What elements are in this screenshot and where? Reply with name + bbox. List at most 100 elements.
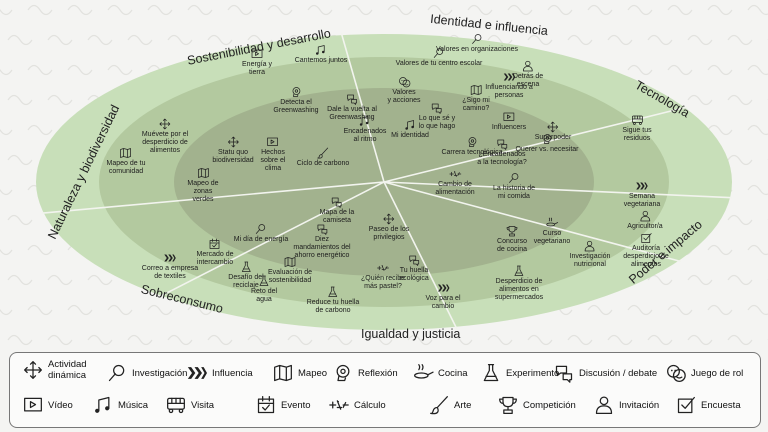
activity-item: Mi día de energía — [234, 223, 288, 244]
legend-label: Juego de rol — [691, 367, 744, 379]
activity-label: Valores de tu centro escolar — [395, 60, 483, 67]
calculation-icon — [329, 400, 349, 410]
activity-label: Voz para el cambio — [425, 295, 461, 310]
activity-label: Correo a empresa de textiles — [141, 265, 199, 280]
sector-dividers — [41, 32, 733, 330]
activity-item: Tu huella ecológica — [399, 254, 429, 283]
activity-item: Reto del agua — [251, 275, 277, 304]
music-icon — [360, 116, 369, 126]
event-icon — [210, 238, 220, 249]
activity-item: Mapeo de tu comunidad — [106, 147, 146, 176]
activity-label: Detrás de escena — [512, 73, 544, 88]
cooking-icon — [546, 217, 559, 227]
sector-divider — [383, 106, 688, 183]
activity-label: Ciclo de carbono — [296, 160, 350, 167]
legend-item: Experimento — [480, 363, 559, 383]
activity-item: Desafío del reciclaje — [228, 261, 264, 290]
roleplay-icon — [398, 77, 410, 88]
legend-item: Arte — [428, 395, 471, 415]
activity-item: Paseo de los privilegios — [369, 213, 409, 242]
activity-label: Mi identidad — [391, 132, 429, 139]
activity-item: Hechos sobre el clima — [260, 136, 286, 173]
legend-label: Arte — [454, 399, 472, 411]
invitation-icon — [585, 240, 595, 252]
legend-label: Mapeo — [298, 367, 328, 379]
activity-item: Muévete por el desperdicio de alimentos — [142, 118, 188, 155]
influence-icon — [187, 367, 207, 379]
investigation-icon — [256, 224, 266, 234]
invitation-icon — [595, 396, 613, 414]
activity-label: ¿Encadenados a la tecnología? — [477, 151, 527, 166]
dynamic-activity-icon — [227, 136, 239, 148]
activity-item: ¿Quién recibe más pastel? — [361, 262, 405, 291]
legend-item: Música — [92, 395, 148, 415]
activity-label: Cambio de alimentación — [435, 181, 475, 196]
activity-label: Muévete por el desperdicio de alimentos — [141, 131, 189, 154]
activity-label: Carrera tecnológica — [441, 149, 503, 156]
reflection-icon — [543, 134, 551, 144]
activity-item: Reduce tu huella de carbono — [306, 286, 360, 315]
mapping-icon — [274, 364, 292, 382]
competition-icon — [506, 226, 518, 237]
legend-item: Vídeo — [22, 395, 73, 415]
activity-item: Auditoría desperdicio de alimentos — [623, 232, 669, 269]
activity-label: Semana vegetariana — [623, 193, 661, 208]
activity-item: Investigación nutricional — [569, 240, 611, 269]
visit-icon — [167, 397, 185, 414]
activity-item: Evaluación de sostenibilidad — [268, 256, 312, 285]
music-icon — [95, 396, 110, 413]
activity-label: Encadenados al ritmo — [343, 128, 387, 143]
activity-item: Mapeo de zonas verdes — [187, 167, 219, 204]
legend-label: Visita — [191, 399, 215, 411]
activity-label: Lo que sé y lo que hago — [418, 115, 456, 130]
activity-label: Reto del agua — [250, 288, 278, 303]
event-icon — [257, 396, 275, 414]
activity-item: Superpoder — [535, 121, 571, 142]
dynamic-activity-icon — [159, 118, 171, 130]
activity-label: Hechos sobre el clima — [260, 149, 286, 172]
activity-label: Cantemos juntos — [294, 57, 348, 64]
investigation-icon — [509, 173, 519, 183]
activity-label: Mapeo de tu comunidad — [106, 160, 146, 175]
activity-label: Influenciando a personas — [485, 84, 533, 99]
activity-label: Investigación nutricional — [569, 253, 611, 268]
survey-icon — [677, 396, 695, 414]
legend-item: Competición — [497, 395, 576, 415]
invitation-icon — [523, 60, 533, 72]
discussion-icon — [432, 103, 442, 114]
legend-label: Discusión / debate — [579, 367, 658, 379]
legend-item: Visita — [165, 395, 214, 415]
legend-label: Experimento — [506, 367, 560, 379]
activity-label: Mercado de intercambio — [196, 251, 234, 266]
activity-label: Desperdicio de alimentos en supermercado… — [494, 278, 544, 301]
roleplay-icon — [667, 364, 686, 382]
activity-item: Correo a empresa de textiles — [142, 252, 198, 281]
competition-icon — [499, 396, 517, 414]
activity-item: Valores en organizaciones — [436, 33, 518, 54]
activity-item: Mercado de intercambio — [196, 238, 234, 267]
activity-label: Querer vs. necesitar — [515, 146, 579, 153]
activity-label: Agricultor/a — [627, 223, 663, 230]
survey-icon — [641, 233, 652, 243]
activity-label: Valores y acciones — [387, 89, 421, 104]
activity-label: Valores en organizaciones — [436, 46, 518, 53]
art-icon — [317, 147, 329, 159]
dynamic-activity-icon — [547, 121, 559, 133]
activity-label: Influencers — [491, 124, 527, 131]
activity-label: La historia de mi comida — [492, 185, 536, 200]
activity-label: Reduce tu huella de carbono — [306, 299, 360, 314]
activity-label: Curso vegetariano — [533, 230, 571, 245]
legend-label: Evento — [281, 399, 311, 411]
mapping-icon — [120, 148, 132, 158]
activity-item: ¿Sigo mi camino? — [462, 84, 490, 113]
legend-item: Evento — [255, 395, 311, 415]
investigation-icon — [434, 48, 444, 58]
activity-item: Energía y tierra — [242, 48, 272, 77]
sector-divider — [158, 181, 385, 298]
discussion-icon — [317, 224, 327, 235]
legend-label: Cocina — [438, 367, 468, 379]
legend-item: Reflexión — [332, 363, 398, 383]
activity-label: Detecta el Greenwashing — [273, 99, 319, 114]
legend-item: Investigación — [106, 363, 187, 383]
legend-label: Investigación — [132, 367, 188, 379]
